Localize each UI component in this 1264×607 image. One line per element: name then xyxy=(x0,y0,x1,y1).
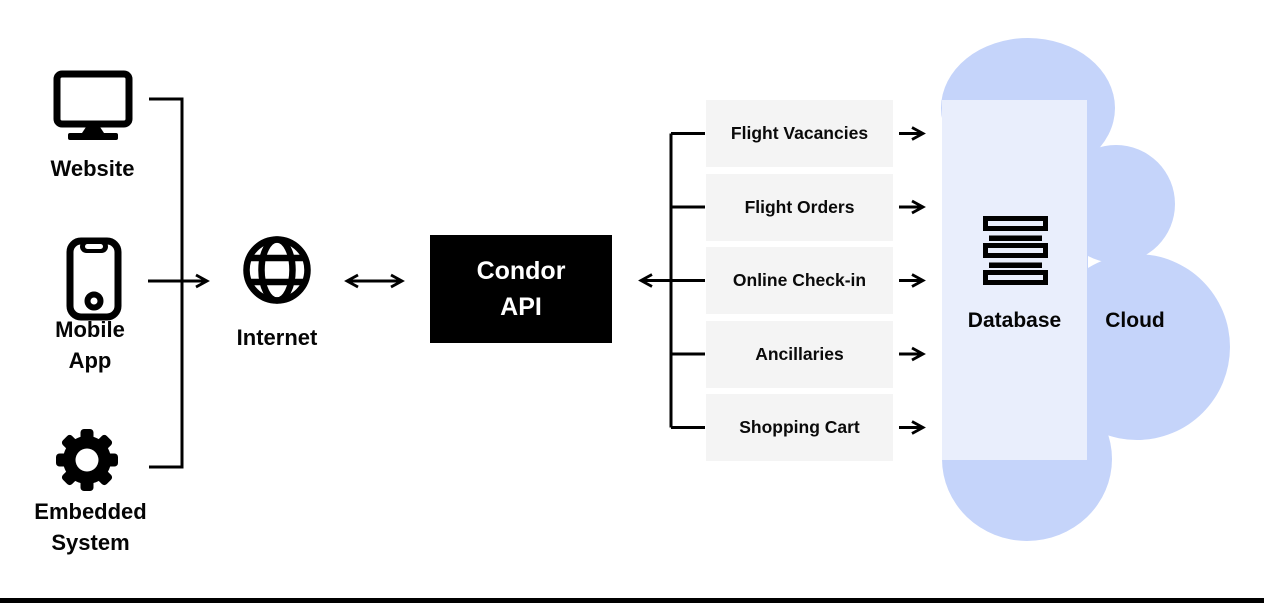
service-label: Online Check-in xyxy=(732,270,867,290)
cloud-shape xyxy=(941,38,1230,541)
services-bracket-line xyxy=(669,132,705,429)
service-box-flight-vacancies: Flight Vacancies xyxy=(706,100,893,167)
service-label: Ancillaries xyxy=(755,343,844,364)
service-label: Flight Vacancies xyxy=(730,123,869,143)
service-box-ancillaries: Ancillaries xyxy=(706,320,893,388)
services-to-database-arrows xyxy=(899,126,926,435)
service-box-shopping-cart: Shopping Cart xyxy=(706,394,893,461)
service-box-online-check-in: Online Check-in xyxy=(706,247,893,314)
client-label-mobile-app: Mobile App xyxy=(55,317,125,373)
bottom-border-line xyxy=(0,598,1264,603)
smartphone-icon xyxy=(66,237,122,321)
service-label: Flight Orders xyxy=(744,196,855,217)
desktop-monitor-icon xyxy=(53,70,133,140)
cloud-label: Cloud xyxy=(1105,309,1165,332)
client-label-embedded-system: Embedded System xyxy=(34,499,147,555)
condor-api-box: Condor API xyxy=(430,235,612,343)
database-stack-icon xyxy=(983,216,1048,285)
globe-icon xyxy=(243,236,311,304)
service-label: Shopping Cart xyxy=(739,417,860,437)
gear-icon xyxy=(56,429,118,491)
database-label: Database xyxy=(967,309,1062,332)
client-label-website: Website xyxy=(50,156,135,181)
internet-label: Internet xyxy=(236,325,318,350)
service-box-flight-orders: Flight Orders xyxy=(706,173,893,241)
